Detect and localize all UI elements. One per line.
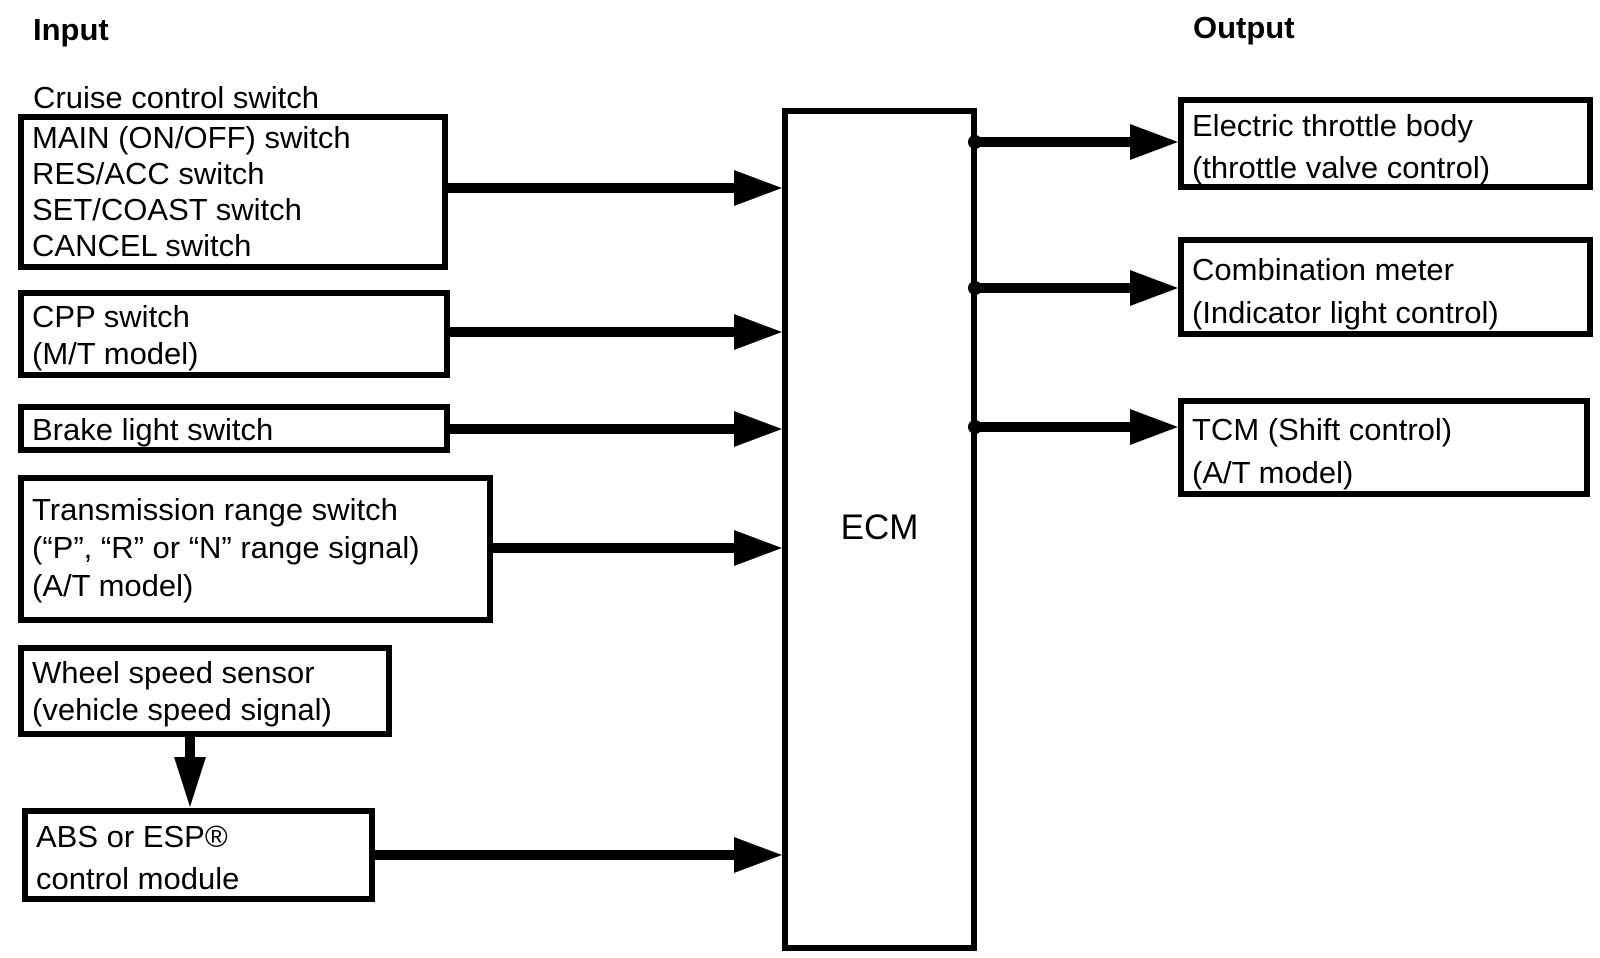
- input-box-abs-esp-control-module: ABS or ESP® control module: [22, 808, 375, 902]
- input-box-cruise-control-switch: MAIN (ON/OFF) switch RES/ACC switch SET/…: [18, 114, 448, 270]
- box-text-line: Transmission range switch: [32, 492, 398, 527]
- arrow-ecm-to-meter-shaft: [975, 283, 1132, 293]
- box-text-line: TCM (Shift control): [1192, 412, 1453, 447]
- arrow-cpp-to-ecm-shaft: [450, 327, 734, 337]
- box-text-line: Electric throttle body: [1192, 108, 1473, 143]
- box-text-line: Brake light switch: [32, 412, 274, 447]
- cruise-control-switch-label: Cruise control switch: [33, 80, 319, 115]
- arrow-abs-to-ecm-head: [734, 837, 782, 873]
- arrow-transmission-to-ecm-head: [734, 530, 782, 566]
- ecm-box: ECM: [782, 108, 977, 951]
- box-text-line: (vehicle speed signal): [32, 692, 332, 727]
- box-text-line: SET/COAST switch: [32, 192, 302, 227]
- arrow-wheel-to-abs-head: [174, 757, 206, 807]
- output-box-electric-throttle-body: Electric throttle body (throttle valve c…: [1178, 97, 1593, 190]
- box-text-line: (throttle valve control): [1192, 150, 1491, 185]
- arrow-wheel-to-abs-shaft: [185, 733, 195, 763]
- box-text-line: (M/T model): [32, 336, 199, 371]
- box-text-line: ABS or ESP®: [36, 819, 228, 854]
- box-text-line: (“P”, “R” or “N” range signal): [32, 530, 420, 565]
- input-box-brake-light-switch: Brake light switch: [18, 404, 450, 453]
- arrow-brake-to-ecm-shaft: [450, 424, 734, 434]
- arrow-ecm-to-meter-head: [1130, 270, 1178, 306]
- input-heading: Input: [33, 12, 109, 47]
- arrow-brake-to-ecm-head: [734, 411, 782, 447]
- box-text-line: Combination meter: [1192, 252, 1454, 287]
- box-text-line: MAIN (ON/OFF) switch: [32, 120, 351, 155]
- output-box-tcm: TCM (Shift control) (A/T model): [1178, 398, 1590, 497]
- input-box-wheel-speed-sensor: Wheel speed sensor (vehicle speed signal…: [18, 645, 392, 737]
- box-text-line: (Indicator light control): [1192, 295, 1499, 330]
- box-text-line: CPP switch: [32, 299, 190, 334]
- box-text-line: CANCEL switch: [32, 228, 252, 263]
- arrow-cruise-to-ecm-head: [734, 170, 782, 206]
- output-heading: Output: [1193, 10, 1295, 45]
- box-text-line: RES/ACC switch: [32, 156, 265, 191]
- arrow-ecm-to-throttle-shaft: [975, 137, 1132, 147]
- arrow-ecm-to-tcm-shaft: [975, 422, 1132, 432]
- box-text-line: control module: [36, 861, 240, 896]
- arrow-cruise-to-ecm-shaft: [448, 183, 734, 193]
- arrow-cpp-to-ecm-head: [734, 314, 782, 350]
- box-text-line: (A/T model): [1192, 455, 1354, 490]
- box-text-line: Wheel speed sensor: [32, 655, 315, 690]
- arrow-transmission-to-ecm-shaft: [491, 543, 734, 553]
- input-box-transmission-range-switch: Transmission range switch (“P”, “R” or “…: [18, 475, 493, 623]
- box-text-line: (A/T model): [32, 568, 194, 603]
- output-box-combination-meter: Combination meter (Indicator light contr…: [1178, 237, 1593, 337]
- ecm-label: ECM: [840, 508, 919, 547]
- arrow-ecm-to-tcm-head: [1130, 409, 1178, 445]
- arrow-ecm-to-throttle-head: [1130, 124, 1178, 160]
- arrow-abs-to-ecm-shaft: [373, 850, 734, 860]
- input-box-cpp-switch: CPP switch (M/T model): [18, 290, 450, 378]
